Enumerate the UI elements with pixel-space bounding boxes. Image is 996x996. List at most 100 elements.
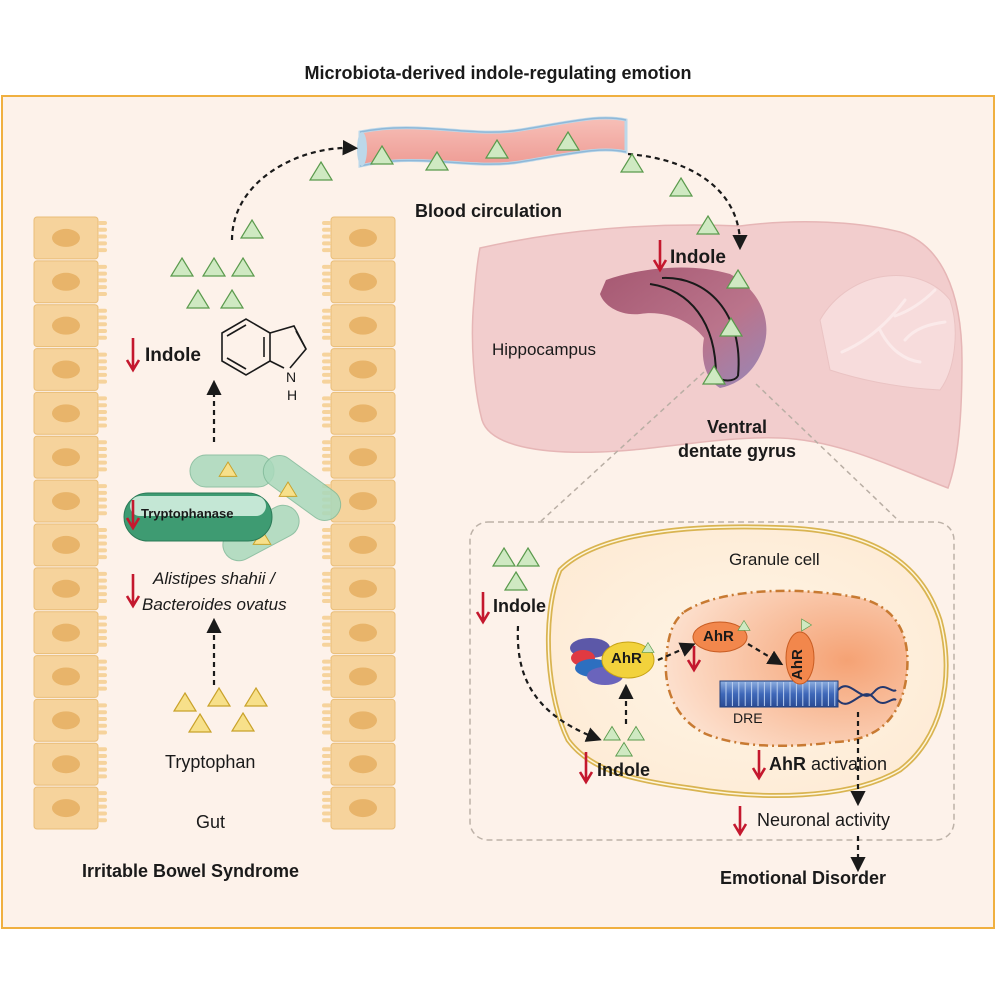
microvillus [98, 379, 107, 384]
epithelial-nucleus [52, 711, 80, 730]
microvillus [98, 804, 107, 809]
microvillus [98, 629, 107, 634]
bacteria-label-line1: Alistipes shahii / [153, 569, 275, 588]
gut-label: Gut [196, 812, 226, 832]
bacteria-label-line2: Bacteroides ovatus [142, 595, 287, 614]
microvillus [322, 234, 331, 239]
microvillus [322, 271, 331, 276]
decrease-arrows [125, 240, 767, 837]
epithelial-nucleus [52, 535, 80, 554]
microvillus [98, 528, 107, 532]
down-arrow-icon [125, 338, 141, 373]
gut-epithelium-left [33, 216, 107, 830]
microvillus [98, 278, 107, 283]
microvillus [322, 804, 331, 809]
down-arrow-icon [732, 806, 748, 837]
epithelial-nucleus [52, 360, 80, 379]
granule-cell-inset [469, 521, 955, 841]
microvillus [322, 285, 331, 290]
microvillus [322, 760, 331, 765]
ahr-activation-bold: AhR [769, 754, 806, 774]
neuronal-activity-label: Neuronal activity [757, 810, 891, 830]
ahr-activation-label: AhR activation [769, 755, 887, 773]
disease-label: Irritable Bowel Syndrome [82, 861, 300, 881]
microvillus [98, 504, 107, 509]
microvillus [322, 379, 331, 384]
microvillus [98, 541, 107, 546]
ventral-label: Ventral [706, 417, 768, 437]
microvillus [98, 221, 107, 225]
epithelial-nucleus [349, 448, 377, 467]
microvillus [98, 673, 107, 678]
epithelial-nucleus [349, 579, 377, 598]
microvillus [98, 598, 107, 603]
epithelial-nucleus [349, 755, 377, 774]
microvillus [98, 534, 107, 539]
microvillus [98, 352, 107, 357]
blood-circulation-label: Blood circulation [415, 201, 563, 221]
microvillus [322, 335, 331, 340]
ahr-nucleus-blob [692, 621, 748, 653]
microvillus [322, 636, 331, 641]
down-arrow-icon [652, 240, 668, 273]
epithelial-nucleus [349, 404, 377, 423]
hippocampus-label: Hippocampus [492, 340, 596, 359]
microvillus [322, 767, 331, 772]
microvillus [322, 598, 331, 603]
microvillus [98, 359, 107, 364]
microvillus [322, 447, 331, 452]
microvillus [322, 460, 331, 465]
microvillus [322, 409, 331, 414]
microvillus [98, 467, 107, 472]
microvillus [98, 447, 107, 452]
microvillus [98, 248, 107, 253]
microvillus [322, 352, 331, 357]
ahr-bound-label: AhR [789, 649, 806, 680]
microvillus [98, 403, 107, 408]
epithelial-nucleus [52, 272, 80, 291]
microvillus [322, 571, 331, 576]
microvillus [98, 747, 107, 752]
microvillus [322, 278, 331, 283]
microvillus [98, 291, 107, 296]
microvillus [98, 366, 107, 371]
arrow-gut-to-vessel [230, 139, 359, 241]
microvillus [98, 511, 107, 516]
microvillus [98, 578, 107, 583]
microvillus [322, 615, 331, 620]
dre-dna [719, 680, 897, 708]
microvillus [98, 440, 107, 445]
microvillus [322, 703, 331, 708]
microvillus [322, 221, 331, 225]
microvillus [98, 453, 107, 458]
zoom-line-right [755, 383, 901, 523]
microvillus [98, 497, 107, 502]
epithelial-nucleus [52, 448, 80, 467]
epithelial-nucleus [349, 492, 377, 511]
granule-cell-label: Granule cell [729, 550, 820, 569]
microvillus [322, 797, 331, 802]
epithelial-nucleus [52, 579, 80, 598]
emotional-disorder-label: Emotional Disorder [720, 868, 887, 888]
microvillus [322, 322, 331, 327]
microvillus [98, 490, 107, 495]
microvillus [322, 555, 331, 560]
microvillus [322, 403, 331, 408]
microvillus [98, 416, 107, 421]
microvillus [322, 578, 331, 583]
microvillus [322, 227, 331, 232]
microvillus [98, 686, 107, 691]
microvillus [322, 811, 331, 816]
epithelial-nucleus [52, 492, 80, 511]
microvillus [322, 747, 331, 752]
microvillus [98, 241, 107, 246]
microvillus [98, 760, 107, 765]
microvillus [322, 818, 331, 823]
epithelial-nucleus [52, 799, 80, 818]
down-arrow-icon [578, 752, 594, 785]
microvillus [98, 585, 107, 590]
microvillus [98, 615, 107, 620]
brain-illustration [471, 221, 963, 489]
microvillus [322, 791, 331, 796]
